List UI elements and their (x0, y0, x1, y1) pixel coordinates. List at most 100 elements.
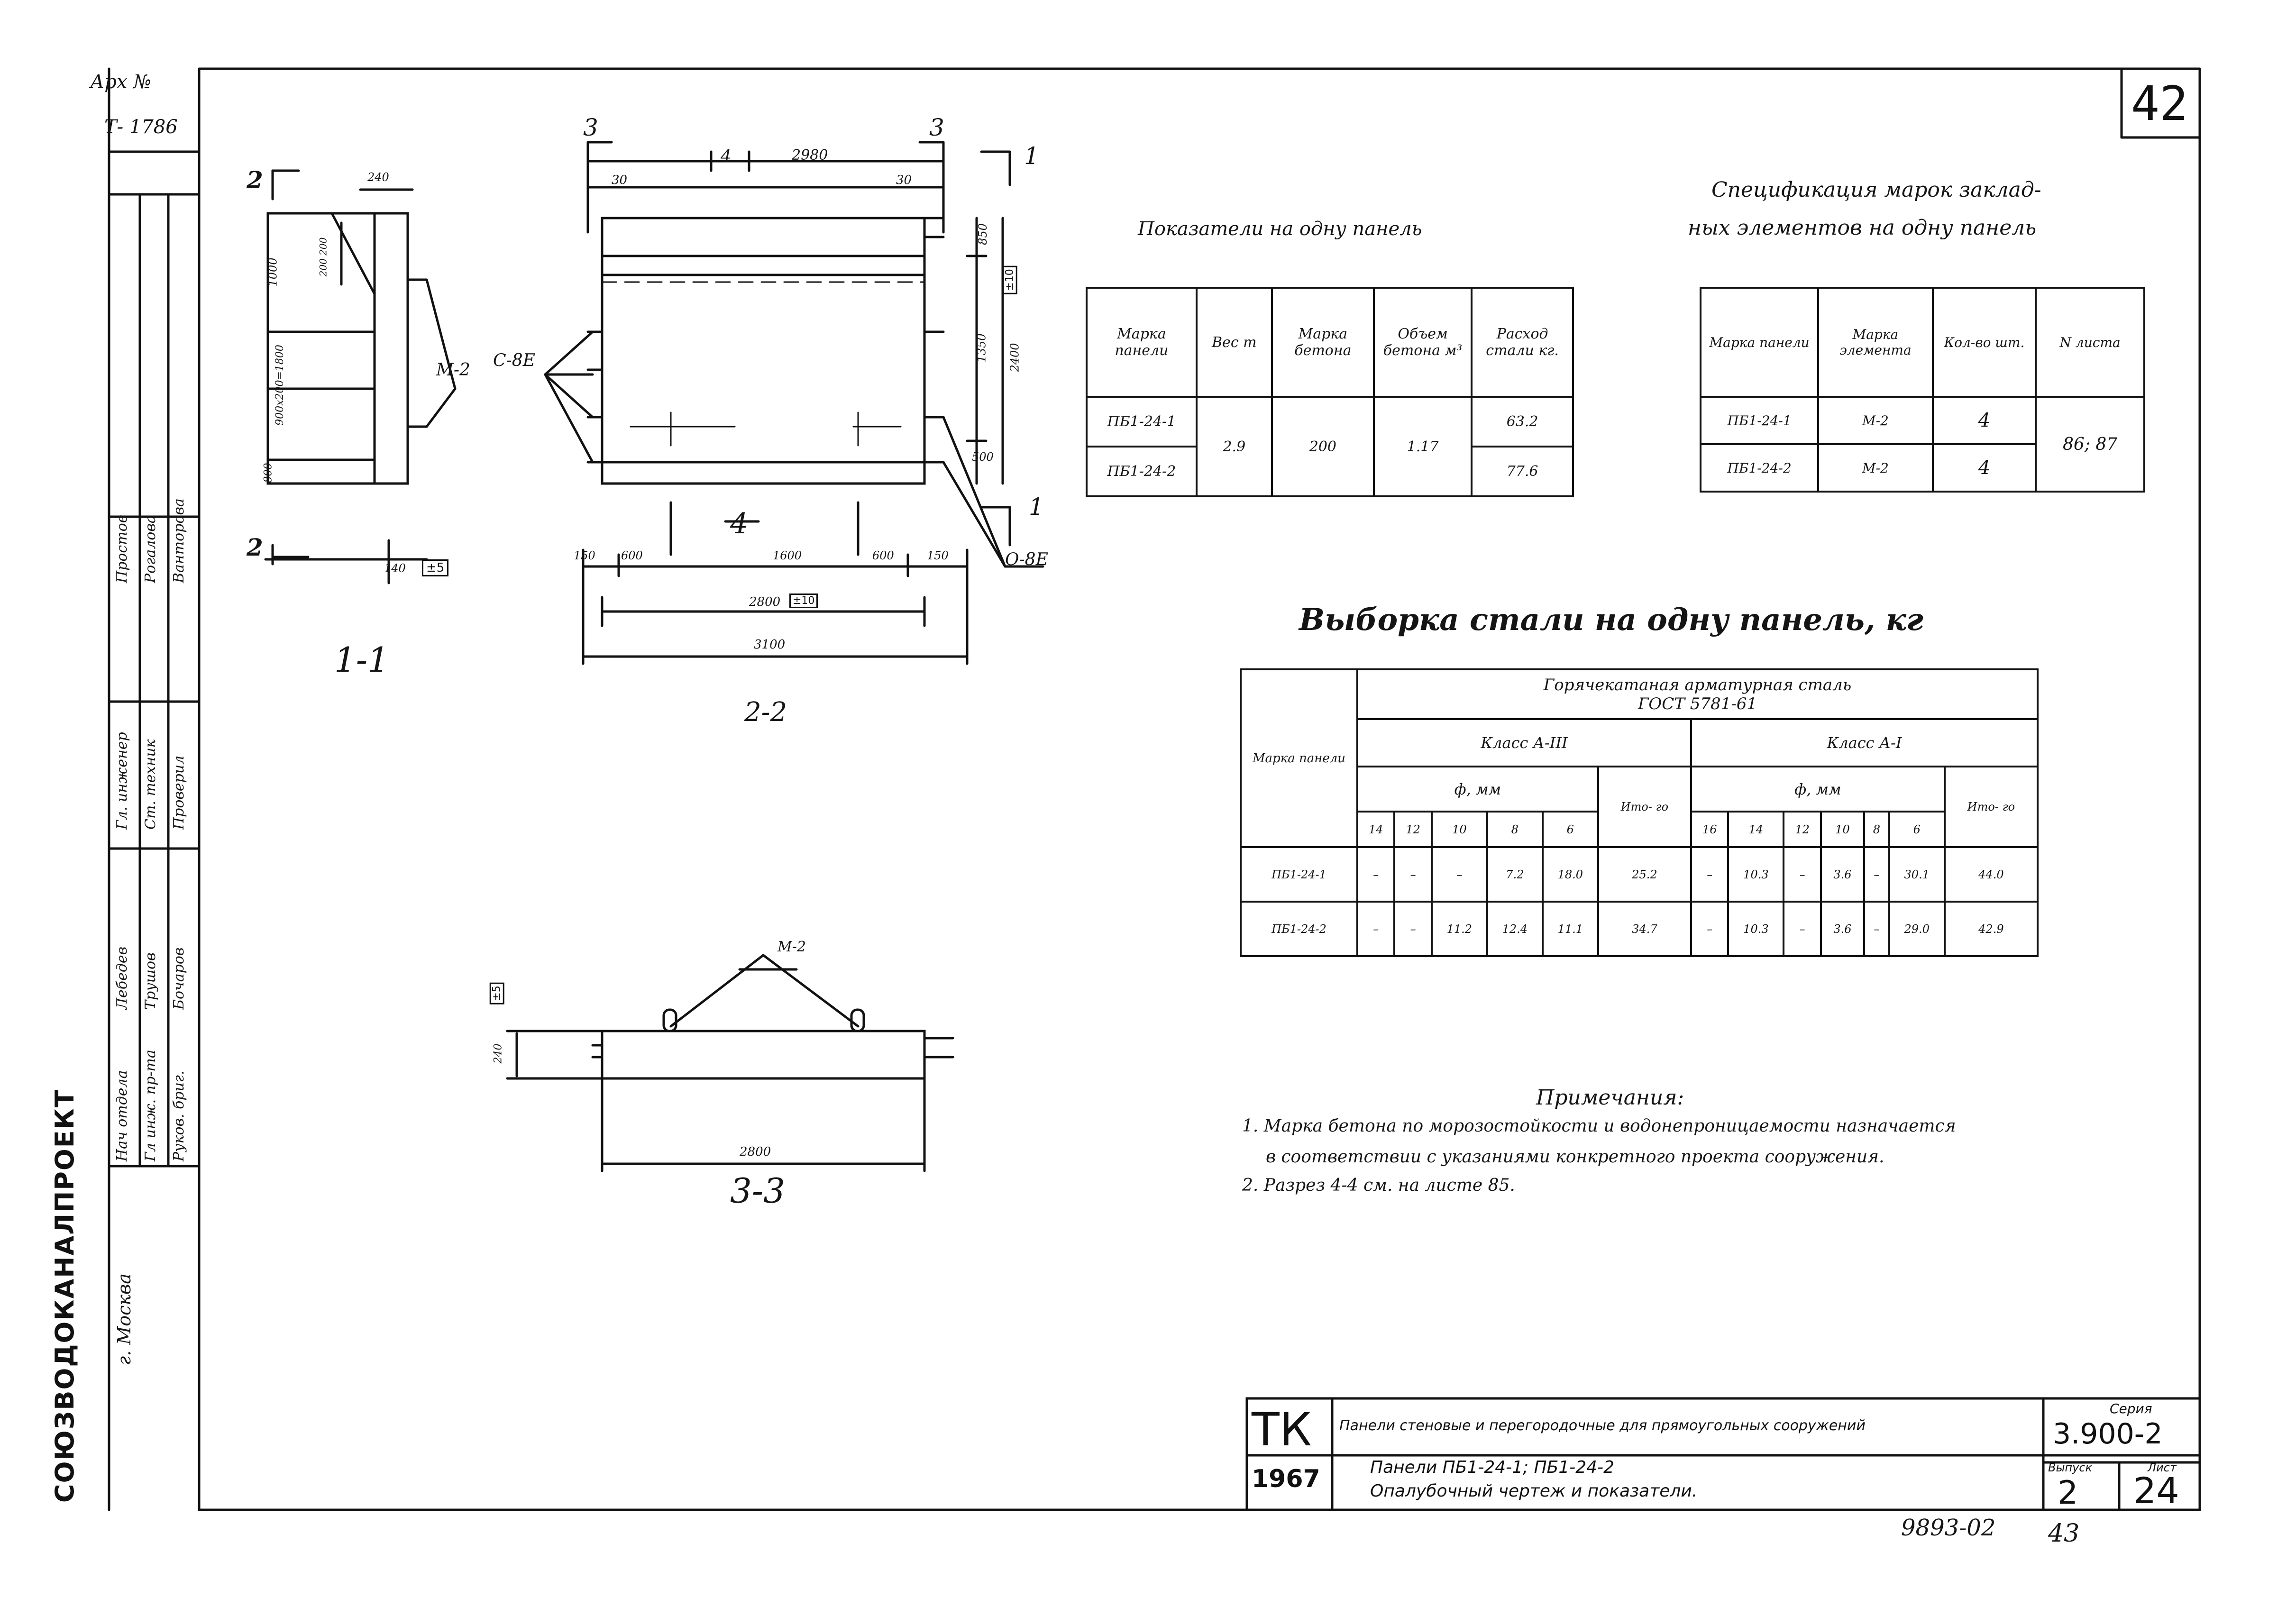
stamp-sheet: 24 (2133, 1470, 2179, 1512)
total-cell: 34.7 (1597, 901, 1692, 957)
mark-3-right: 3 (929, 114, 944, 141)
class1-header: Класс А-I (1690, 718, 2039, 767)
mark-1-top: 1 (1024, 142, 1039, 170)
value-cell: – (1690, 846, 1729, 903)
header-cell: N листа (2035, 287, 2145, 398)
dim-900x200: 900х200=1800 (274, 345, 286, 426)
row-mark: ПБ1-24-2 (1699, 443, 1820, 493)
dim-plus10-right: ±10 (1002, 265, 1017, 294)
organization-name: СОЮЗВОДОКАНАЛПРОЕКТ (50, 1089, 80, 1503)
dim-2800: 2800 (749, 595, 781, 609)
notes-line-3: 2. Разрез 4-4 см. на листе 85. (1242, 1176, 1515, 1195)
value-cell: – (1690, 901, 1729, 957)
header-cell: Марка панели (1086, 287, 1198, 398)
mark-o8e: О-8Е (1005, 550, 1048, 569)
table3-title: Выборка стали на одну панель, кг (1299, 602, 1923, 638)
stamp-year: 1967 (1252, 1465, 1320, 1493)
dim-150-left: 150 (574, 549, 595, 562)
diam-cell: 8 (1863, 811, 1890, 848)
notes-heading: Примечания: (1536, 1086, 1684, 1110)
mark-header: Марка панели (1240, 668, 1358, 848)
phi-header: ф, мм (1690, 766, 1946, 813)
table2-title-2: ных элементов на одну панель (1688, 216, 2037, 240)
role-item: Гл. инженер (114, 732, 130, 830)
role-item: Ст. техник (142, 739, 159, 830)
value-cell: 3.6 (1820, 901, 1866, 957)
stamp-series: 3.900-2 (2053, 1417, 2163, 1451)
dim-140: 140 (384, 562, 406, 575)
bottom-page: 43 (2048, 1519, 2080, 1548)
value-cell: 29.0 (1888, 901, 1946, 957)
value-cell: 10.3 (1727, 846, 1785, 903)
value-cell: 3.6 (1820, 846, 1866, 903)
table-row: ПБ1-24-2 77.6 (1086, 446, 1574, 497)
dim-1600: 1600 (773, 549, 802, 562)
class3-header: Класс А-III (1356, 718, 1692, 767)
header-cell: Кол-во шт. (1931, 287, 2037, 398)
qty-cell: 4 (1931, 396, 2037, 445)
dim-2800-section3: 2800 (740, 1145, 771, 1159)
total-cell: 25.2 (1597, 846, 1692, 903)
dim-500: 500 (972, 450, 994, 464)
row-mark: ПБ1-24-1 (1240, 846, 1358, 903)
indicators-table: Марка панели Вес т Марка бетона Объем бе… (1086, 287, 1574, 497)
dim-1350: 1350 (975, 333, 988, 363)
header-cell: Расход стали кг. (1471, 287, 1574, 398)
mark-4-top: 4 (721, 147, 732, 166)
volume-cell: 1.17 (1372, 396, 1473, 497)
role-item: Проверил (171, 755, 187, 830)
row-mark: ПБ1-24-2 (1086, 446, 1198, 497)
role-item: Нач отдела (114, 1070, 130, 1161)
value-cell: 11.1 (1541, 901, 1599, 957)
table-row: ПБ1-24-1 – – – 7.2 18.0 25.2 – 10.3 – 3.… (1240, 846, 2039, 903)
mark-2-bottom: 2 (247, 533, 263, 561)
header-cell: Объем бетона м³ (1372, 287, 1473, 398)
stamp-tk: ТК (1252, 1403, 1312, 1456)
group-header-line1: Горячекатаная арматурная сталь (1543, 675, 1852, 694)
table-row: ПБ1-24-1 М-2 4 86; 87 (1699, 396, 2145, 493)
total-cell: 44.0 (1943, 846, 2039, 903)
value-cell: – (1783, 846, 1822, 903)
diam-cell: 10 (1820, 811, 1866, 848)
value-cell: 12.4 (1486, 901, 1544, 957)
dim-elev-box: ±5 (422, 559, 449, 576)
value-cell: – (1863, 901, 1890, 957)
value-cell: 11.2 (1430, 901, 1488, 957)
total-cell: 42.9 (1943, 901, 2039, 957)
dim-850: 850 (976, 223, 989, 245)
row-mark: ПБ1-24-2 (1240, 901, 1358, 957)
section-2-2-label: 2-2 (744, 697, 787, 728)
value-cell: – (1430, 846, 1488, 903)
concrete-cell: 200 (1271, 396, 1375, 497)
mark-c8e: С-8Е (493, 351, 535, 370)
diam-cell: 14 (1356, 811, 1396, 848)
mark-3-left: 3 (583, 114, 598, 141)
value-cell: – (1356, 901, 1396, 957)
dim-150-right: 150 (927, 549, 949, 562)
dim-3100: 3100 (754, 638, 786, 652)
dim-1000: 1000 (266, 257, 280, 287)
stamp-issue: 2 (2058, 1474, 2078, 1512)
value-cell: – (1356, 846, 1396, 903)
diam-cell: 16 (1690, 811, 1729, 848)
notes-line-1: 1. Марка бетона по морозостойкости и вод… (1242, 1116, 1956, 1136)
table-row: ПБ1-24-1 2.9 200 1.17 63.2 (1086, 396, 1574, 497)
name-item: Бочаров (171, 947, 187, 1010)
dim-30-left: 30 (612, 173, 628, 187)
weight-cell: 2.9 (1195, 396, 1273, 497)
group-header-line2: ГОСТ 5781-61 (1637, 694, 1757, 713)
diam-cell: 12 (1393, 811, 1433, 848)
stamp-sheet-label: Лист (2148, 1461, 2177, 1474)
dim-plus10-box: ±10 (789, 593, 818, 608)
dim-600-right: 600 (872, 549, 894, 562)
table-row: ПБ1-24-2 М-2 4 (1699, 443, 2144, 493)
stamp-desc-1: Панели ПБ1-24-1; ПБ1-24-2 (1370, 1458, 1614, 1477)
embedded-elements-table: Марка панели Марка элемента Кол-во шт. N… (1699, 287, 2145, 493)
diam-cell: 6 (1888, 811, 1946, 848)
name-item: Ванторова (171, 498, 187, 583)
element-cell: М-2 (1817, 443, 1934, 493)
value-cell: – (1863, 846, 1890, 903)
dim-600-left: 600 (621, 549, 643, 562)
dim-30-right: 30 (896, 173, 912, 187)
value-cell: 30.1 (1888, 846, 1946, 903)
